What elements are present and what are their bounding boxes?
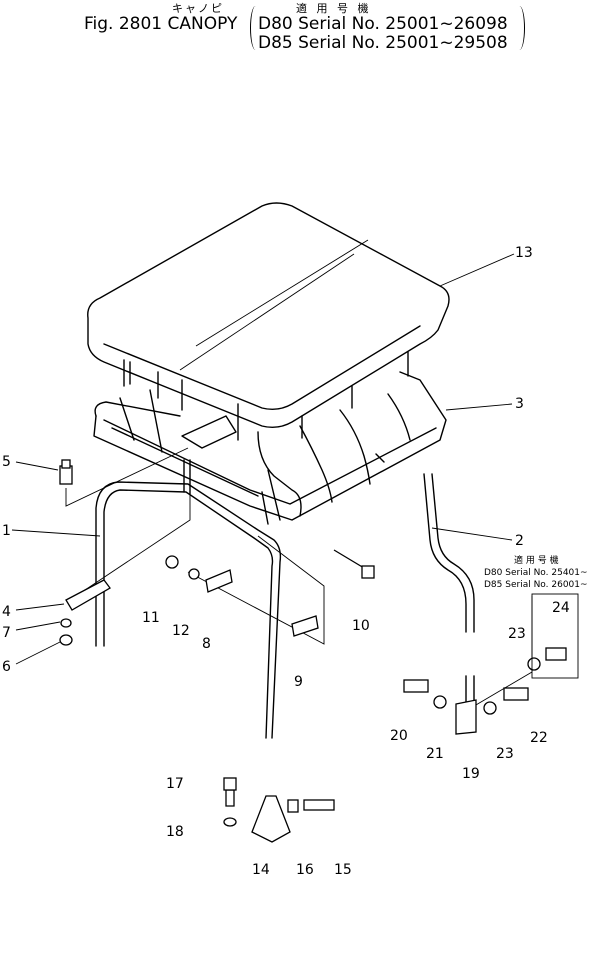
- label-19: 19: [462, 766, 480, 782]
- label-4: 4: [2, 604, 11, 620]
- label-3: 3: [515, 396, 524, 412]
- callout-box: [531, 593, 579, 679]
- note-d80: D80 Serial No. 25401~: [484, 568, 588, 578]
- washer-23: [527, 657, 541, 671]
- leader-lines: [11, 253, 515, 665]
- washer-12: [188, 568, 200, 580]
- note-d85: D85 Serial No. 26001~: [484, 580, 588, 590]
- bolt-20: [403, 679, 429, 693]
- label-6: 6: [2, 659, 11, 675]
- label-5: 5: [2, 454, 11, 470]
- label-23b: 23: [496, 746, 514, 762]
- left-bracket: [250, 6, 261, 50]
- label-7: 7: [2, 625, 11, 641]
- roof-posts: [123, 351, 409, 441]
- plate-9: [291, 615, 319, 637]
- plate-19: [455, 699, 477, 735]
- bolt-15: [303, 799, 335, 811]
- guide-lines: [65, 447, 533, 713]
- bolt-24: [545, 647, 567, 661]
- label-16: 16: [296, 862, 314, 878]
- label-12: 12: [172, 623, 190, 639]
- label-8: 8: [202, 636, 211, 652]
- label-23a: 23: [508, 626, 526, 642]
- serial-d80: D80 Serial No. 25001~26098: [258, 14, 508, 34]
- nut-16: [287, 799, 299, 813]
- label-9: 9: [294, 674, 303, 690]
- canopy-roof: [87, 202, 450, 429]
- bolt-17: [225, 789, 235, 807]
- note-jp: 適 用 号 機: [514, 556, 559, 566]
- label-24: 24: [552, 600, 570, 616]
- bolt-5: [59, 465, 73, 485]
- label-13: 13: [515, 245, 533, 261]
- title-japanese: キャノピ: [172, 2, 224, 15]
- figure-title: Fig. 2801 CANOPY: [84, 14, 238, 34]
- washer-18: [223, 817, 237, 827]
- right-pipe: [423, 473, 475, 707]
- applicable-label-japanese: 適 用 号 機: [296, 2, 372, 15]
- canopy-frame: [93, 371, 447, 525]
- nut-23: [483, 701, 497, 715]
- left-pipe-frame: [95, 459, 282, 739]
- washer-7: [60, 618, 72, 628]
- serial-d85: D85 Serial No. 25001~29508: [258, 33, 508, 53]
- nut-21: [433, 695, 447, 709]
- callout-numbers: 13 3 2 5 1 4 7 6 11 12 8 10 9 24 23 20 2…: [2, 245, 570, 878]
- label-22: 22: [530, 730, 548, 746]
- clamp-4: [65, 579, 111, 611]
- label-14: 14: [252, 862, 270, 878]
- label-11: 11: [142, 610, 160, 626]
- base-14: [251, 795, 291, 843]
- right-bracket: [514, 6, 525, 50]
- clamp-8: [205, 569, 233, 593]
- label-17: 17: [166, 776, 184, 792]
- hardware-parts: [59, 459, 579, 843]
- label-2: 2: [515, 533, 524, 549]
- nut-6: [59, 634, 73, 646]
- label-15: 15: [334, 862, 352, 878]
- label-1: 1: [2, 523, 11, 539]
- bolt-22: [503, 687, 529, 701]
- label-18: 18: [166, 824, 184, 840]
- label-21: 21: [426, 746, 444, 762]
- label-10: 10: [352, 618, 370, 634]
- label-20: 20: [390, 728, 408, 744]
- nut-11: [165, 555, 179, 569]
